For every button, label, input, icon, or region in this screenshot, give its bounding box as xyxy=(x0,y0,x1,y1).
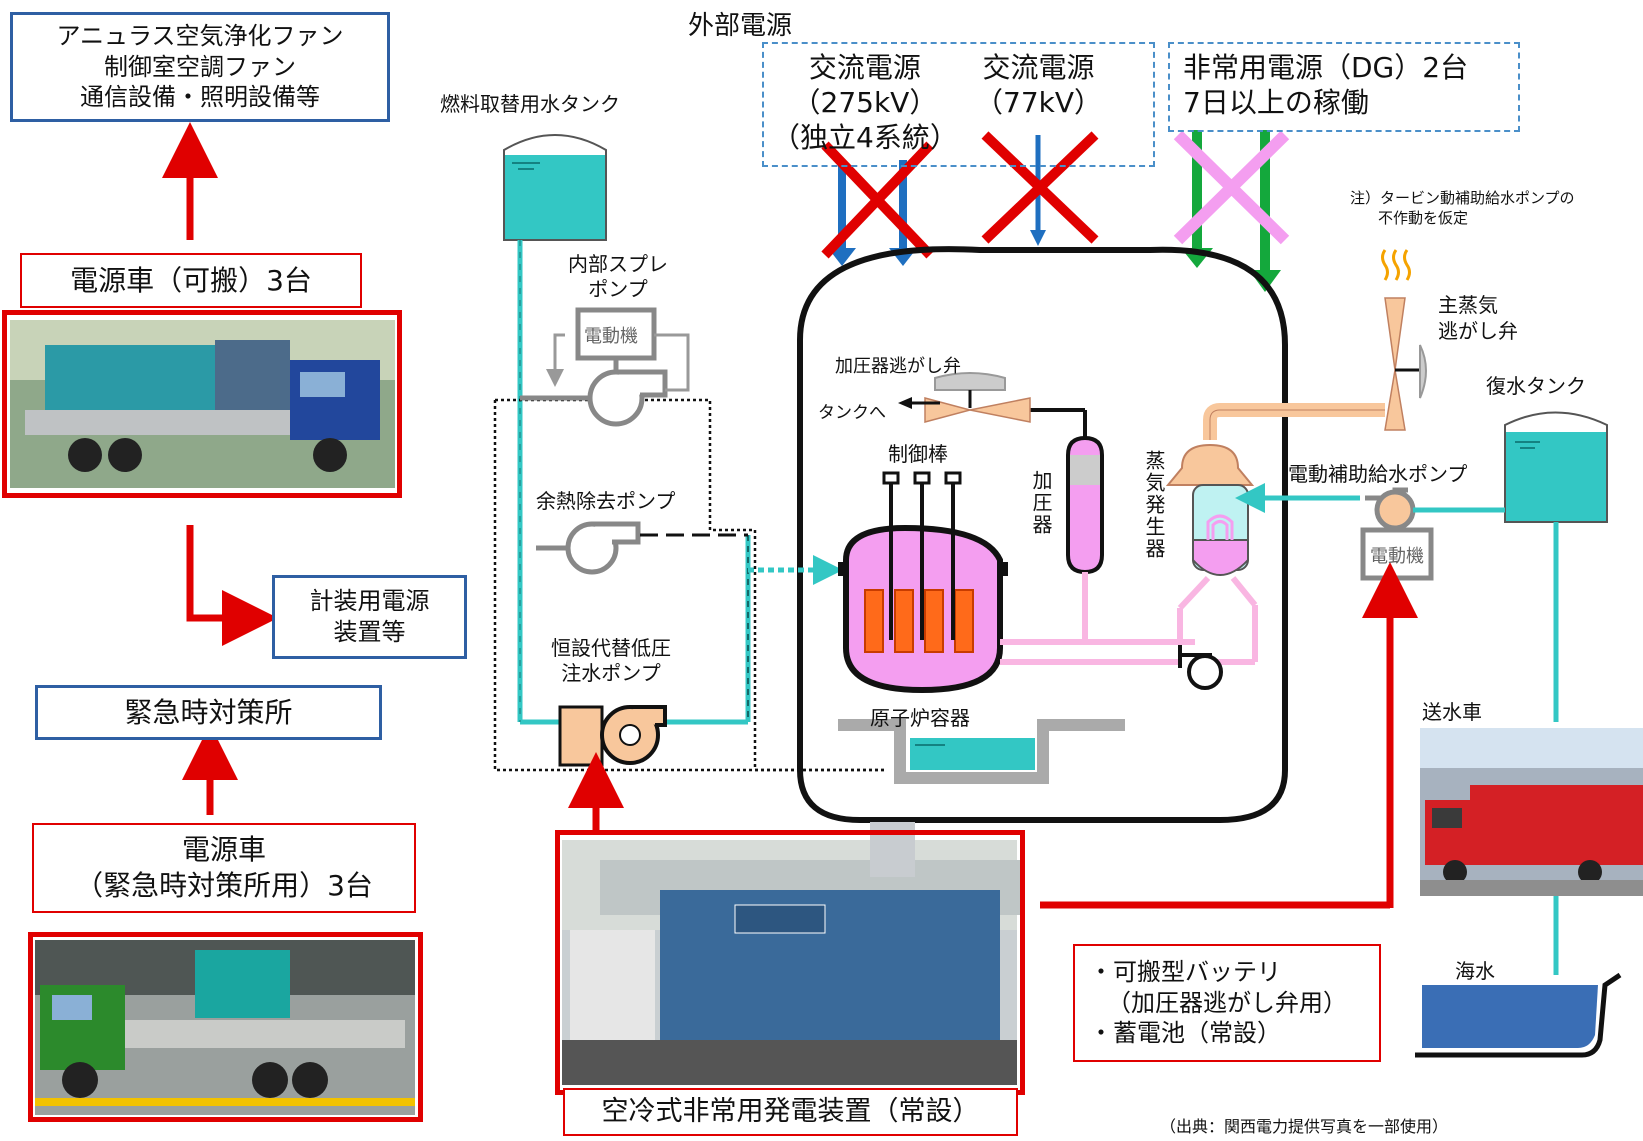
low-pressure-pump-line2: 注水ポンプ xyxy=(561,661,661,685)
dotted-alt-line xyxy=(495,398,885,772)
note-line2: 不作動を仮定 xyxy=(1378,209,1469,228)
power-truck-label: 電源車（可搬）3台 xyxy=(70,263,312,297)
containment-sump xyxy=(838,719,1125,784)
rhr-pump-icon xyxy=(536,521,748,575)
ac275-line1: 交流電源 xyxy=(808,51,921,84)
pressurizer-relief-valve-icon xyxy=(898,372,1031,423)
battery-portable-note: （加圧器逃がし弁用） xyxy=(1107,988,1347,1017)
fuel-tank-line xyxy=(517,240,843,725)
office-power-truck-box: 電源車 （緊急時対策所用）3台 xyxy=(32,823,416,913)
ac275-label: 交流電源 （275kV） （独立4系統） xyxy=(772,50,958,155)
instrument-power-line1: 計装用電源 xyxy=(309,587,430,616)
batteries-box: ・可搬型バッテリ （加圧器逃がし弁用） ・蓄電池（常設） xyxy=(1073,944,1381,1062)
power-truck-label-box: 電源車（可搬）3台 xyxy=(20,253,362,308)
aux-feed-motor-label: 電動機 xyxy=(1370,546,1424,567)
office-power-truck-photo-frame xyxy=(28,932,423,1122)
water-truck-photo xyxy=(1420,728,1643,896)
fuel-tank-label: 燃料取替用水タンク xyxy=(440,92,620,116)
to-tank-label: タンクへ xyxy=(818,403,886,423)
ac275-cross-icon xyxy=(821,141,934,259)
spray-motor-label: 電動機 xyxy=(584,326,638,347)
ac77-line1: 交流電源 xyxy=(982,51,1095,84)
office-power-truck-photo xyxy=(35,940,415,1115)
reactor-vessel-icon xyxy=(838,471,1008,694)
coolant-pump-icon xyxy=(1178,645,1223,690)
dg-cross-icon xyxy=(1173,130,1290,245)
steam-generator-icon xyxy=(1000,403,1385,665)
seawater-icon xyxy=(1415,972,1622,1058)
main-steam-valve-icon xyxy=(1381,249,1427,431)
condensate-tank-icon xyxy=(1504,411,1608,523)
condensate-tank-label: 復水タンク xyxy=(1486,374,1586,398)
spray-pump-label: 内部スプレ ポンプ xyxy=(568,252,668,302)
spray-pump-line2: ポンプ xyxy=(588,277,648,301)
ac77-line2: （77kV） xyxy=(975,86,1102,119)
air-cooled-generator-photo xyxy=(562,822,1020,1085)
power-truck-photo-frame xyxy=(2,310,402,498)
containment-vessel xyxy=(797,246,1288,823)
dg-line2: 7日以上の稼働 xyxy=(1183,86,1369,119)
battery-permanent: ・蓄電池（常設） xyxy=(1089,1019,1281,1048)
external-ac-box xyxy=(762,42,1155,167)
fuel-tank-icon xyxy=(503,134,607,241)
ac275-line2: （275kV） xyxy=(792,86,938,119)
water-truck-label: 送水車 xyxy=(1422,700,1482,724)
control-rod-label: 制御棒 xyxy=(888,442,948,466)
load-comm-lighting: 通信設備・照明設備等 xyxy=(80,83,320,112)
note-label: 注）タービン動補助給水ポンプの 不作動を仮定 xyxy=(1350,188,1575,229)
source-label: （出典：関西電力提供写真を一部使用） xyxy=(1160,1117,1449,1136)
external-power-title: 外部電源 xyxy=(688,11,793,41)
spray-pump-line1: 内部スプレ xyxy=(568,252,668,276)
air-cooled-generator-label-box: 空冷式非常用発電装置（常設） xyxy=(563,1088,1018,1136)
spray-pump-icon xyxy=(520,307,690,427)
main-steam-valve-line2: 逃がし弁 xyxy=(1438,319,1518,343)
note-line1: 注）タービン動補助給水ポンプの xyxy=(1350,189,1575,207)
ac275-line3: （独立4系統） xyxy=(772,121,958,154)
loads-box: アニュラス空気浄化ファン 制御室空調ファン 通信設備・照明設備等 xyxy=(10,12,390,122)
battery-portable: ・可搬型バッテリ xyxy=(1089,957,1281,986)
emergency-office-label: 緊急時対策所 xyxy=(124,695,293,729)
office-power-truck-line1: 電源車 xyxy=(181,833,266,867)
instrument-power-line2: 装置等 xyxy=(333,618,406,646)
instrument-power-box: 計装用電源 装置等 xyxy=(272,575,467,659)
power-truck-photo xyxy=(10,320,395,488)
ac77-label: 交流電源 （77kV） xyxy=(975,50,1102,120)
pressurizer-valve-label: 加圧器逃がし弁 xyxy=(835,356,961,377)
load-annulus-fan: アニュラス空気浄化ファン xyxy=(56,21,344,50)
air-cooled-generator-label: 空冷式非常用発電装置（常設） xyxy=(601,1095,980,1127)
load-control-room-fan: 制御室空調ファン xyxy=(104,52,296,81)
seawater-label: 海水 xyxy=(1455,959,1495,983)
dg-box xyxy=(1168,42,1520,132)
emergency-office-box: 緊急時対策所 xyxy=(35,685,382,740)
low-pressure-pump-label: 恒設代替低圧 注水ポンプ xyxy=(551,636,671,686)
office-power-truck-line2: （緊急時対策所用）3台 xyxy=(75,869,373,902)
low-pressure-pump-icon xyxy=(558,705,667,767)
dg-label: 非常用電源（DG）2台 7日以上の稼働 xyxy=(1183,50,1468,120)
main-steam-valve-label: 主蒸気 逃がし弁 xyxy=(1438,292,1518,344)
low-pressure-pump-line1: 恒設代替低圧 xyxy=(551,636,671,660)
main-steam-valve-line1: 主蒸気 xyxy=(1438,293,1498,317)
dg-line1: 非常用電源（DG）2台 xyxy=(1183,51,1469,84)
containment-label: 原子炉容器 xyxy=(870,706,970,730)
power-truck-to-instrument-arrow xyxy=(186,525,278,646)
pressurizer-label: 加圧器 xyxy=(1029,470,1053,536)
pressurizer-icon xyxy=(1000,408,1195,645)
steam-generator-label: 蒸気発生器 xyxy=(1142,450,1166,560)
ac77-cross-icon xyxy=(981,131,1099,244)
rhr-pump-label: 余熱除去ポンプ xyxy=(536,489,676,513)
air-cooled-generator-frame xyxy=(555,830,1025,1095)
aux-feed-pump-label: 電動補助給水ポンプ xyxy=(1288,462,1468,486)
